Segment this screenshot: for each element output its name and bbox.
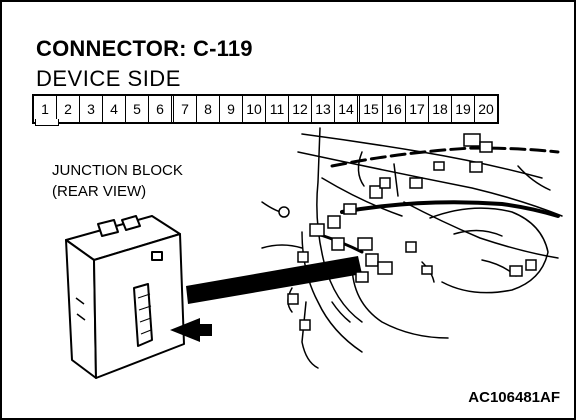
connector-pin-layout: 1 2 3 4 5 6 7 8 9 10 11 12 13 14 15 16 1… [32, 94, 499, 124]
connector-pin: 14 [335, 96, 360, 122]
connector-pin: 16 [383, 96, 406, 122]
connector-pin: 1 [34, 96, 57, 122]
connector-pin: 15 [360, 96, 383, 122]
connector-pin: 11 [266, 96, 289, 122]
connector-pin: 10 [243, 96, 266, 122]
connector-pin: 18 [429, 96, 452, 122]
component-label-line1: JUNCTION BLOCK [52, 162, 183, 179]
connector-pin: 20 [478, 101, 494, 117]
connector-pin: 9 [220, 96, 243, 122]
component-label-line2: (REAR VIEW) [52, 183, 147, 200]
connector-pin: 12 [289, 96, 312, 122]
connector-pin: 3 [80, 96, 103, 122]
vehicle-dash-illustration [261, 127, 563, 369]
connector-pin: 7 [174, 96, 197, 122]
connector-pin: 8 [197, 96, 220, 122]
connector-pin: 2 [57, 96, 80, 122]
figure-id: AC106481AF [468, 389, 560, 406]
pointer-wedge [186, 256, 362, 304]
junction-block-illustration [65, 215, 185, 379]
harness-connectors [278, 133, 537, 331]
connector-pin: 6 [149, 96, 174, 122]
connector-pin: 19 [452, 96, 475, 122]
connector-key-notch [35, 119, 59, 126]
connector-pin: 5 [126, 96, 149, 122]
connector-side-label: DEVICE SIDE [36, 66, 181, 91]
connector-pin: 17 [406, 96, 429, 122]
connector-pin: 4 [103, 96, 126, 122]
connector-title: CONNECTOR: C-119 [36, 36, 253, 61]
component-label: JUNCTION BLOCK (REAR VIEW) [52, 160, 183, 202]
connector-pin: 13 [312, 96, 335, 122]
location-arrow [170, 318, 212, 342]
